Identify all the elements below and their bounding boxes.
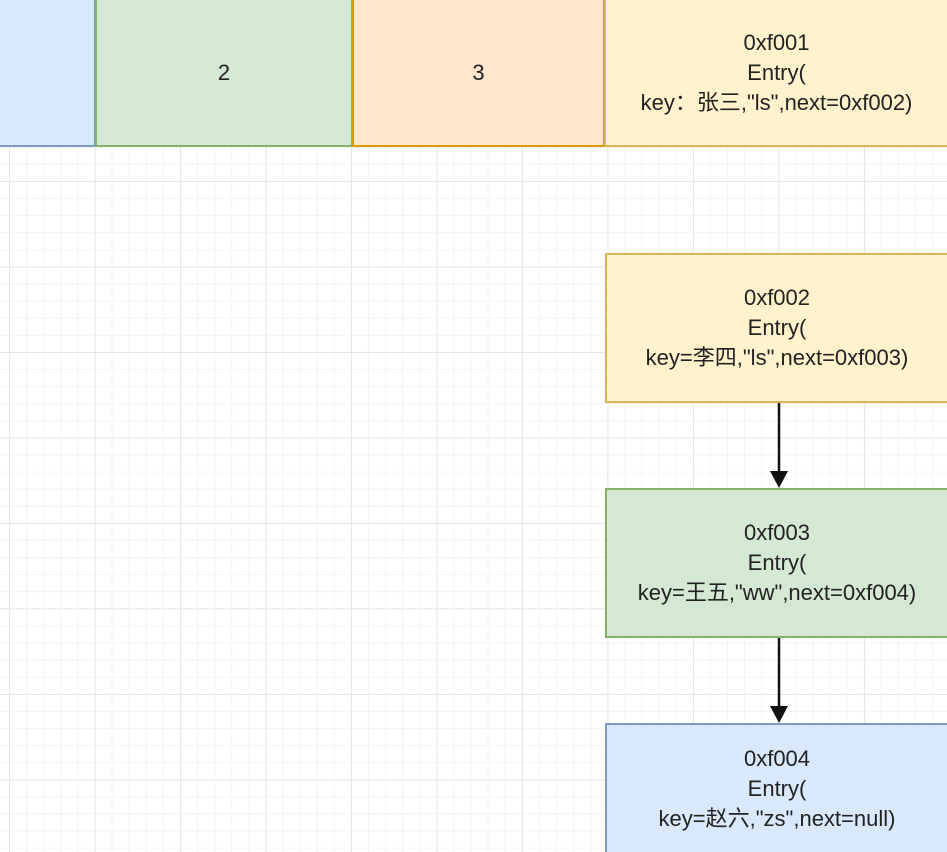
entry-text: 0xf002 Entry( key=李四,"ls",next=0xf003)	[646, 283, 909, 373]
entry-type: Entry(	[747, 550, 807, 575]
entry-text: 0xf004 Entry( key=赵六,"zs",next=null)	[659, 744, 896, 834]
entry-type: Entry(	[747, 315, 807, 340]
entry-type: Entry(	[747, 59, 806, 85]
array-cell-label: 3	[472, 59, 485, 85]
entry-body: key=王五,"ww",next=0xf004)	[637, 580, 917, 605]
entry-type: Entry(	[747, 775, 807, 801]
entry-address: 0xf002	[743, 285, 811, 310]
entry-node-0xf001[interactable]: 0xf001 Entry( key：张三,"ls",next=0xf002)	[604, 0, 947, 147]
entry-text: 0xf003 Entry( key=王五,"ww",next=0xf004)	[638, 518, 917, 608]
entry-node-0xf004[interactable]: 0xf004 Entry( key=赵六,"zs",next=null)	[605, 723, 947, 852]
entry-text: 0xf001 Entry( key：张三,"ls",next=0xf002)	[641, 28, 913, 118]
entry-body: key=李四,"ls",next=0xf003)	[645, 345, 909, 370]
entry-body: key=赵六,"zs",next=null)	[658, 805, 896, 831]
entry-body: key：张三,"ls",next=0xf002)	[640, 89, 913, 115]
array-cell-2[interactable]: 2	[95, 0, 353, 147]
entry-address: 0xf001	[743, 29, 810, 55]
arrow-down-icon	[770, 638, 788, 723]
arrow-down-icon	[770, 403, 788, 488]
entry-address: 0xf004	[743, 745, 811, 771]
array-cell-label: 2	[217, 59, 231, 85]
entry-node-0xf003[interactable]: 0xf003 Entry( key=王五,"ww",next=0xf004)	[605, 488, 947, 638]
entry-node-0xf002[interactable]: 0xf002 Entry( key=李四,"ls",next=0xf003)	[605, 253, 947, 403]
entry-address: 0xf003	[743, 520, 811, 545]
